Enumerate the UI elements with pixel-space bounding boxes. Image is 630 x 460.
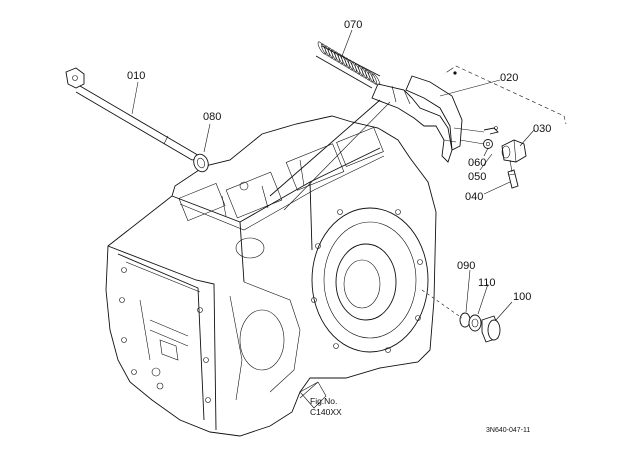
figure-number-label: Fig.No. (310, 396, 337, 406)
label-020: 020 (500, 72, 518, 84)
clip-060[interactable] (483, 126, 499, 135)
shift-fork-020[interactable] (371, 75, 463, 163)
washer-110[interactable] (468, 314, 482, 332)
label-030: 030 (533, 123, 551, 135)
transmission-case (105, 115, 437, 437)
label-070: 070 (344, 19, 362, 31)
label-010: 010 (127, 70, 145, 82)
label-050: 050 (468, 171, 486, 183)
label-090: 090 (457, 260, 475, 272)
oil-seal-080[interactable] (191, 152, 210, 174)
washer-050[interactable] (483, 139, 493, 149)
callout-leaders (131, 29, 535, 399)
figure-number-value: C140XX (310, 407, 342, 417)
label-060: 060 (468, 157, 486, 169)
plug-100[interactable] (481, 315, 501, 343)
spring-070[interactable] (315, 41, 381, 89)
label-110: 110 (478, 277, 496, 289)
label-100: 100 (513, 291, 531, 303)
label-080: 080 (203, 111, 221, 123)
drawing-code: 3N640-047-11 (486, 427, 530, 434)
shifter-assembly-030[interactable] (501, 139, 527, 163)
label-040: 040 (465, 191, 483, 203)
o-ring-090[interactable] (459, 312, 471, 328)
assembly-lines (269, 65, 567, 319)
pin-040[interactable] (507, 169, 519, 189)
